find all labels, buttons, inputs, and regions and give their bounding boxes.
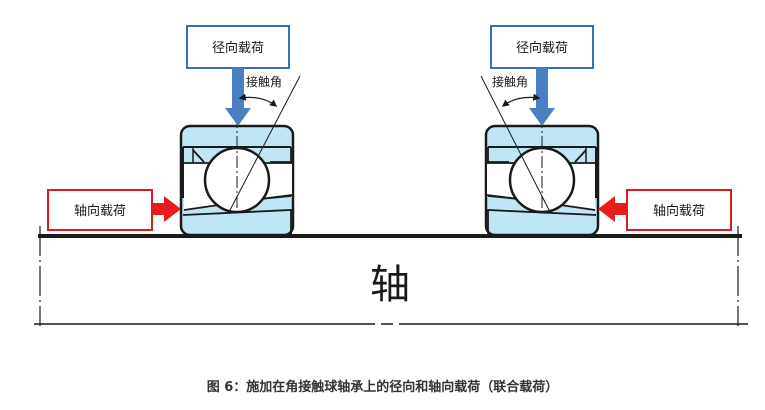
radial-load-arrow-icon [529,68,555,126]
left-bearing [179,75,301,237]
right-axial-load-box [626,189,732,231]
axial-load-arrow-icon [598,196,627,222]
left-contact-line [228,75,301,213]
left-contact-angle: 接触角 [238,74,282,107]
shaft: 轴 [34,226,748,326]
left-axial-load-box [47,189,153,231]
left-axial-load-label: 轴向载荷 [74,203,126,219]
left-radial-load: 径向载荷 [186,25,290,126]
axial-load-arrow-icon [152,196,181,222]
right-bearing [480,75,600,237]
bearing-load-diagram: 轴 径向载荷 接触角 轴向载荷 [34,25,748,326]
right-axial-load: 轴向载荷 [598,189,732,231]
contact-angle-arc-icon [238,93,278,107]
radial-load-arrow-icon [225,68,251,126]
right-radial-load: 径向载荷 [490,25,594,126]
left-axial-load: 轴向载荷 [47,189,181,231]
right-axial-load-label: 轴向载荷 [653,203,705,219]
figure-caption: 图 6：施加在角接触球轴承上的径向和轴向载荷（联合载荷） [206,380,559,395]
right-radial-load-label: 径向载荷 [516,40,568,56]
right-contact-angle: 接触角 [492,74,541,107]
left-contact-angle-label: 接触角 [246,74,282,89]
shaft-label: 轴 [370,262,410,308]
right-contact-angle-label: 接触角 [492,74,528,89]
left-radial-load-label: 径向载荷 [212,40,264,56]
right-contact-line [480,75,551,213]
contact-angle-arc-icon [501,93,541,107]
